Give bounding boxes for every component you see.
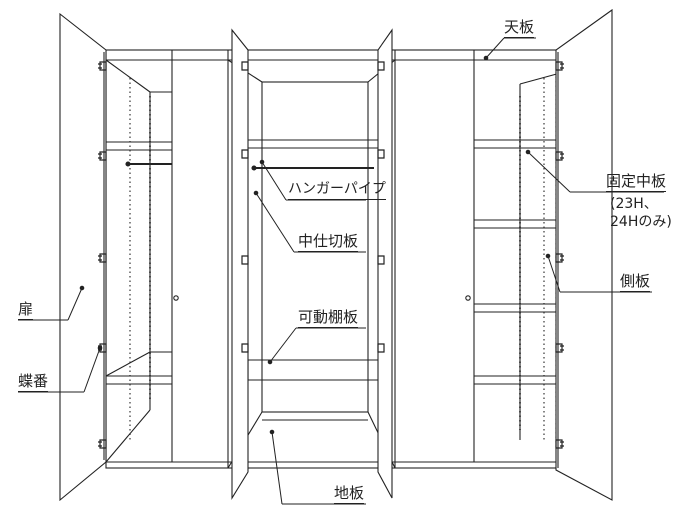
right-knob bbox=[465, 295, 471, 301]
label-jiita: 地板 bbox=[334, 484, 365, 504]
label-tenita: 天板 bbox=[504, 18, 535, 38]
left-section bbox=[105, 59, 172, 463]
label-kotei-note-1: (23H、 bbox=[610, 196, 658, 212]
leader-lines bbox=[18, 37, 664, 505]
label-naka-shikiri: 中仕切板 bbox=[298, 232, 359, 252]
left-knob bbox=[173, 295, 179, 301]
hinge-icons bbox=[98, 61, 564, 449]
center-right-door bbox=[377, 28, 393, 499]
label-kotei-note-2: 24Hのみ) bbox=[610, 214, 672, 230]
center-section bbox=[227, 59, 396, 469]
cabinet-body bbox=[105, 49, 609, 469]
left-door bbox=[59, 12, 107, 502]
right-door bbox=[555, 8, 613, 501]
label-kadou-tana: 可動棚板 bbox=[298, 308, 359, 328]
center-left-door bbox=[231, 28, 249, 500]
label-chouban: 蝶番 bbox=[18, 372, 49, 392]
label-hanger-pipe: ハンガーパイプ bbox=[288, 181, 386, 200]
label-sokuban: 側板 bbox=[620, 272, 651, 292]
label-kotei-naka: 固定中板 bbox=[606, 172, 667, 192]
label-tobira: 扉 bbox=[18, 300, 34, 320]
